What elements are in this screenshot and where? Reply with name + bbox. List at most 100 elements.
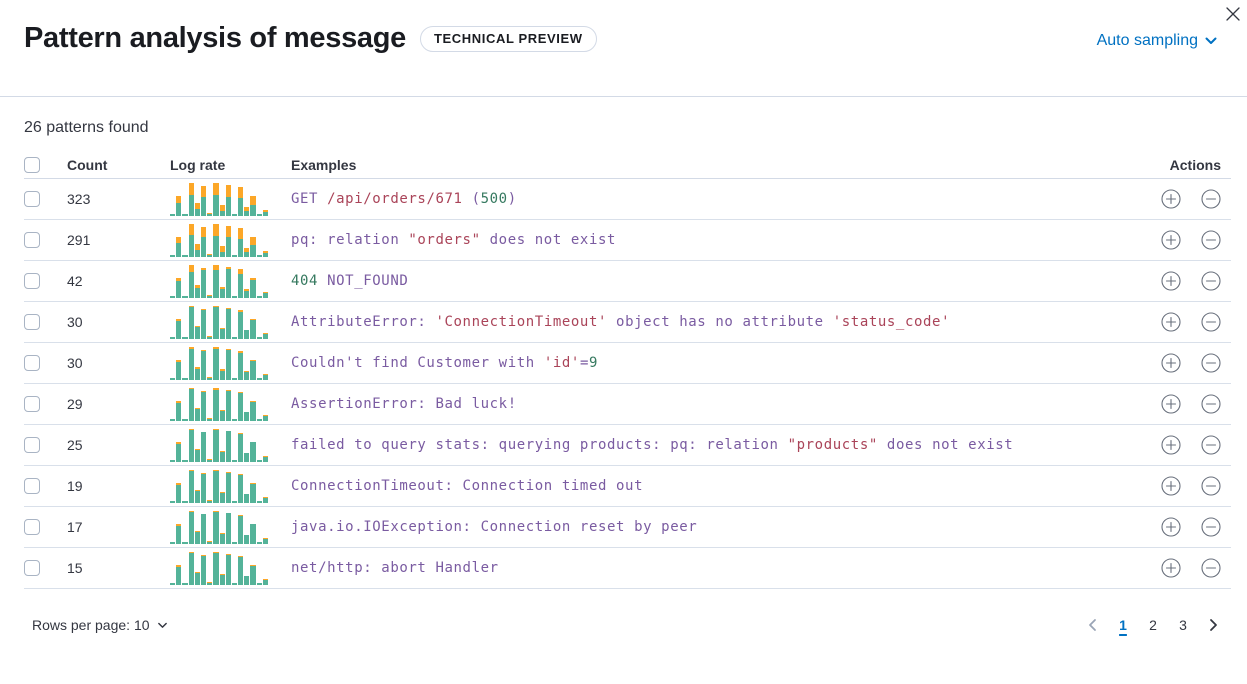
- filter-out-pattern-button[interactable]: [1201, 394, 1221, 414]
- filter-out-pattern-button[interactable]: [1201, 189, 1221, 209]
- row-select-cell: [24, 355, 67, 371]
- filter-in-pattern-button[interactable]: [1161, 271, 1181, 291]
- row-checkbox[interactable]: [24, 478, 40, 494]
- filter-in-pattern-button[interactable]: [1161, 435, 1181, 455]
- filter-out-pattern-button[interactable]: [1201, 230, 1221, 250]
- filter-out-pattern-button[interactable]: [1201, 312, 1221, 332]
- spark-bar: [219, 183, 225, 216]
- row-checkbox[interactable]: [24, 314, 40, 330]
- minus-in-circle-icon: [1201, 476, 1221, 496]
- filter-in-pattern-button[interactable]: [1161, 558, 1181, 578]
- row-log-rate-cell: [170, 305, 291, 339]
- spark-bar: [188, 223, 194, 257]
- sampling-menu-button[interactable]: Auto sampling: [1097, 32, 1219, 50]
- plus-in-circle-icon: [1161, 558, 1181, 578]
- spark-bar: [238, 388, 244, 421]
- filter-in-pattern-button[interactable]: [1161, 476, 1181, 496]
- row-checkbox[interactable]: [24, 273, 40, 289]
- pagination-page-2[interactable]: 2: [1141, 613, 1165, 637]
- row-count: 42: [67, 273, 83, 289]
- row-log-rate-cell: [170, 469, 291, 503]
- spark-bar: [182, 470, 188, 503]
- filter-in-pattern-button[interactable]: [1161, 394, 1181, 414]
- example-token: ): [507, 191, 517, 207]
- log-rate-sparkline: [170, 387, 268, 421]
- filter-in-pattern-button[interactable]: [1161, 312, 1181, 332]
- pagination-page-3[interactable]: 3: [1171, 613, 1195, 637]
- close-button[interactable]: [1221, 2, 1245, 26]
- select-all-checkbox[interactable]: [24, 156, 40, 173]
- spark-bar: [188, 182, 194, 216]
- row-checkbox[interactable]: [24, 437, 40, 453]
- row-count: 30: [67, 314, 83, 330]
- spark-bar: [182, 388, 188, 421]
- row-checkbox[interactable]: [24, 560, 40, 576]
- spark-bar: [262, 470, 268, 503]
- spark-bar: [207, 470, 213, 503]
- spark-bar: [238, 470, 244, 503]
- spark-bar: [219, 552, 225, 585]
- example-text: AttributeError: 'ConnectionTimeout' obje…: [291, 314, 1135, 330]
- spark-bar: [238, 306, 244, 339]
- pagination-page-1[interactable]: 1: [1111, 613, 1135, 637]
- technical-preview-badge: TECHNICAL PREVIEW: [419, 25, 597, 52]
- spark-bar: [250, 347, 256, 380]
- filter-in-pattern-button[interactable]: [1161, 353, 1181, 373]
- row-checkbox[interactable]: [24, 519, 40, 535]
- filter-out-pattern-button[interactable]: [1201, 517, 1221, 537]
- spark-bar: [219, 224, 225, 257]
- filter-in-pattern-button[interactable]: [1161, 189, 1181, 209]
- log-rate-sparkline: [170, 551, 268, 585]
- filter-out-pattern-button[interactable]: [1201, 476, 1221, 496]
- example-token: "orders": [408, 232, 481, 248]
- spark-bar: [238, 183, 244, 216]
- filter-in-pattern-button[interactable]: [1161, 230, 1181, 250]
- example-text: AssertionError: Bad luck!: [291, 396, 1135, 412]
- pagination-prev-button[interactable]: [1081, 613, 1105, 637]
- row-actions-cell: [1135, 517, 1231, 537]
- row-checkbox[interactable]: [24, 396, 40, 412]
- row-checkbox[interactable]: [24, 232, 40, 248]
- row-select-cell: [24, 560, 67, 576]
- row-checkbox[interactable]: [24, 355, 40, 371]
- plus-in-circle-icon: [1161, 230, 1181, 250]
- spark-bar: [262, 347, 268, 380]
- filter-in-pattern-button[interactable]: [1161, 517, 1181, 537]
- minus-in-circle-icon: [1201, 353, 1221, 373]
- row-count: 29: [67, 396, 83, 412]
- spark-bar: [176, 347, 182, 380]
- example-token: java.io.IOException: Connection reset by…: [291, 519, 698, 535]
- chevron-down-icon: [156, 619, 169, 632]
- minus-in-circle-icon: [1201, 558, 1221, 578]
- rows-per-page-button[interactable]: Rows per page: 10: [32, 617, 169, 633]
- minus-in-circle-icon: [1201, 230, 1221, 250]
- spark-bar: [194, 265, 200, 298]
- example-token: Couldn't find Customer with: [291, 355, 544, 371]
- pagination-next-button[interactable]: [1201, 613, 1225, 637]
- spark-bar: [244, 265, 250, 298]
- spark-bar: [170, 183, 176, 216]
- filter-out-pattern-button[interactable]: [1201, 435, 1221, 455]
- spark-bar: [238, 552, 244, 585]
- spark-bar: [219, 265, 225, 298]
- plus-in-circle-icon: [1161, 353, 1181, 373]
- filter-out-pattern-button[interactable]: [1201, 353, 1221, 373]
- spark-bar: [219, 470, 225, 503]
- log-rate-sparkline: [170, 469, 268, 503]
- pagination: 1 2 3: [1081, 613, 1225, 637]
- row-select-cell: [24, 232, 67, 248]
- table-row: 323 GET /api/orders/671 (500): [24, 179, 1231, 220]
- row-count: 25: [67, 437, 83, 453]
- example-token: 500: [480, 191, 508, 207]
- spark-bar: [176, 224, 182, 257]
- spark-bar: [207, 183, 213, 216]
- spark-bar: [256, 306, 262, 339]
- filter-out-pattern-button[interactable]: [1201, 271, 1221, 291]
- row-log-rate-cell: [170, 551, 291, 585]
- row-checkbox[interactable]: [24, 191, 40, 207]
- example-token: /api/orders/671: [327, 191, 463, 207]
- example-text: net/http: abort Handler: [291, 560, 1135, 576]
- spark-bar: [250, 265, 256, 298]
- spark-bar: [250, 306, 256, 339]
- filter-out-pattern-button[interactable]: [1201, 558, 1221, 578]
